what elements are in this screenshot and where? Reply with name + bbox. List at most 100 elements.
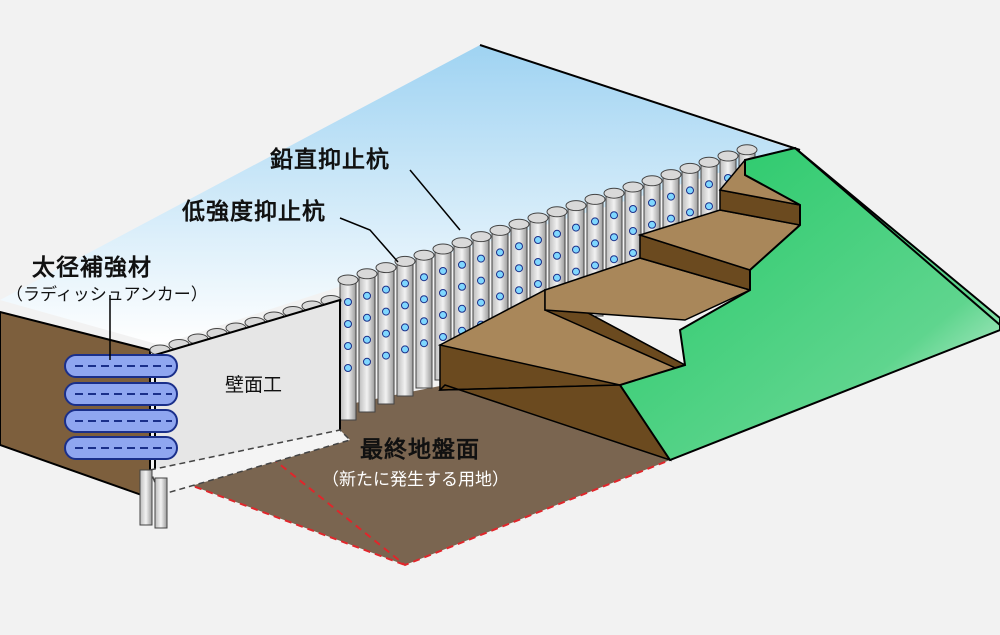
- pile-marker: [610, 233, 618, 242]
- pile-marker: [667, 214, 675, 223]
- pile-marker: [515, 264, 523, 273]
- pile-cap-icon: [698, 156, 720, 168]
- pile-marker: [667, 192, 675, 201]
- pile-marker: [496, 248, 504, 257]
- pile-marker: [648, 198, 656, 207]
- pile-marker: [496, 292, 504, 301]
- pile-marker: [382, 351, 390, 360]
- pile-marker: [648, 220, 656, 229]
- pile-marker: [705, 180, 713, 189]
- pile-marker: [629, 227, 637, 235]
- pile-marker: [344, 342, 352, 350]
- label-final-ground-note: （新たに発生する用地）: [322, 470, 509, 490]
- pile-marker: [401, 323, 409, 332]
- pile-cap-icon: [527, 212, 549, 224]
- pile-cap-icon: [603, 187, 625, 199]
- pile-cap-icon: [565, 200, 587, 212]
- pile-marker: [572, 267, 580, 276]
- pile-marker: [553, 273, 561, 282]
- pile-marker: [591, 239, 599, 248]
- green-slope: [618, 146, 1000, 462]
- pile-marker: [477, 298, 485, 307]
- label-vertical-pile: 鉛直抑止杭: [270, 147, 390, 173]
- pile-cap-icon: [679, 162, 701, 174]
- pile-marker: [458, 282, 466, 291]
- anchor-bar-icon: [64, 354, 178, 378]
- soil-steps: [437, 147, 802, 462]
- wall-piles: [139, 469, 168, 529]
- leader-lines: [109, 169, 461, 360]
- pile-marker: [686, 208, 694, 217]
- pile-marker: [553, 251, 561, 260]
- pile-marker: [686, 186, 694, 195]
- pile-cap-icon: [337, 274, 359, 286]
- pile-cap-icon: [584, 193, 606, 205]
- pile-marker: [629, 205, 637, 213]
- pile-marker: [458, 304, 466, 313]
- pile-marker: [591, 217, 599, 226]
- pile-marker: [401, 301, 409, 310]
- pile-cap-icon: [413, 249, 435, 261]
- pile-marker: [344, 298, 352, 306]
- label-final-ground: 最終地盤面: [360, 437, 480, 463]
- pile-cap-icon: [432, 243, 454, 255]
- slope-top-edge: [794, 147, 1000, 326]
- pile-marker: [439, 289, 447, 297]
- pile-marker: [534, 258, 542, 266]
- pile-cap-icon: [375, 262, 397, 274]
- label-large-reinforcement-note: （ラディッシュアンカー）: [6, 285, 208, 305]
- pile-marker: [382, 329, 390, 338]
- pile-marker: [420, 295, 428, 304]
- pile-marker: [363, 291, 371, 300]
- pile-cap-icon: [470, 231, 492, 243]
- pile-cap-icon: [508, 218, 530, 230]
- pile-cap-icon: [356, 268, 378, 280]
- pile-marker: [629, 249, 637, 257]
- sky-plane: [0, 45, 795, 345]
- pile-cap-icon: [736, 144, 758, 156]
- label-low-strength-pile: 低強度抑止杭: [182, 199, 326, 225]
- pile-marker: [382, 285, 390, 294]
- pile-marker: [534, 236, 542, 244]
- pile-marker: [477, 254, 485, 263]
- pile-marker: [496, 270, 504, 279]
- reinforcement-anchors: [64, 354, 178, 460]
- pile-marker: [401, 279, 409, 288]
- pile-marker: [401, 345, 409, 354]
- pile-marker: [344, 320, 352, 328]
- anchor-bar-icon: [64, 382, 178, 406]
- pile-marker: [705, 202, 713, 211]
- pile-marker: [439, 267, 447, 275]
- pile-marker: [363, 335, 371, 344]
- pile-marker: [515, 242, 523, 251]
- pile-cap-icon: [622, 181, 644, 193]
- anchor-bar-icon: [64, 409, 178, 433]
- label-large-reinforcement: 太径補強材: [32, 255, 152, 281]
- pile-cap-icon: [489, 224, 511, 236]
- pile-cap-icon: [717, 150, 739, 162]
- pile-marker: [420, 317, 428, 326]
- pile-marker: [458, 260, 466, 269]
- pile-marker: [420, 273, 428, 282]
- pile-marker: [610, 211, 618, 220]
- pile-marker: [420, 339, 428, 348]
- pile-marker: [363, 357, 371, 366]
- cut-line-base: [149, 469, 406, 566]
- pile-marker: [363, 313, 371, 322]
- pile-marker: [382, 307, 390, 316]
- pile-marker: [515, 286, 523, 295]
- pile-marker: [439, 333, 447, 341]
- pile-cap-icon: [394, 255, 416, 267]
- pile-cap-icon: [641, 175, 663, 187]
- pile-marker: [534, 280, 542, 288]
- anchor-bar-icon: [64, 436, 178, 460]
- pile-marker: [439, 311, 447, 319]
- pile-marker: [553, 229, 561, 238]
- pile-cap-icon: [546, 206, 568, 218]
- pile-marker: [610, 255, 618, 264]
- pile-marker: [344, 364, 352, 372]
- pile-cap-icon: [660, 169, 682, 181]
- pile-marker: [477, 276, 485, 285]
